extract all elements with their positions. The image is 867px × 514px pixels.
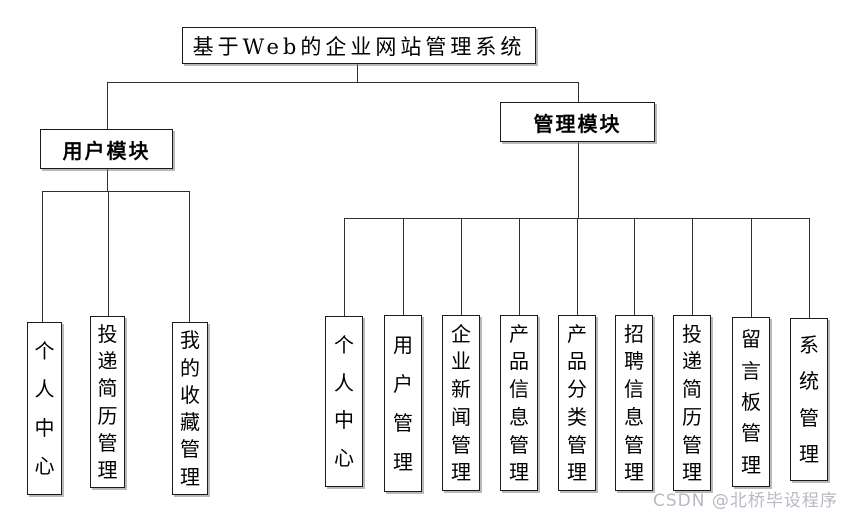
node-admin-personal-center: 个人中心 xyxy=(325,316,363,487)
connector-line xyxy=(634,218,635,315)
connector-line xyxy=(578,142,579,218)
connector-line xyxy=(108,191,109,316)
connector-line xyxy=(403,218,404,315)
connector-line xyxy=(42,191,190,192)
connector-line xyxy=(809,218,810,318)
connector-line xyxy=(42,191,43,322)
connector-line xyxy=(519,218,520,315)
node-admin-product-info-management: 产品信息管理 xyxy=(500,315,538,491)
node-admin-resume-management: 投递简历管理 xyxy=(673,315,711,491)
module-node-user: 用户模块 xyxy=(40,129,173,169)
connector-line xyxy=(578,82,579,102)
node-user-personal-center: 个人中心 xyxy=(27,322,62,495)
node-admin-user-management: 用户管理 xyxy=(384,315,422,492)
connector-line xyxy=(692,218,693,315)
node-admin-news-management: 企业新闻管理 xyxy=(442,315,480,491)
node-admin-product-category-management: 产品分类管理 xyxy=(558,315,596,491)
node-user-favorites-management: 我的收藏管理 xyxy=(172,322,208,495)
connector-line xyxy=(107,82,108,129)
connector-line xyxy=(107,169,108,191)
connector-line xyxy=(461,218,462,315)
connector-line xyxy=(107,82,579,83)
node-admin-recruit-info-management: 招聘信息管理 xyxy=(615,315,653,491)
connector-line xyxy=(751,218,752,317)
node-admin-system-management: 系统管理 xyxy=(790,318,828,481)
connector-line xyxy=(357,64,358,83)
module-node-admin: 管理模块 xyxy=(500,102,655,142)
connector-line xyxy=(344,218,345,316)
root-node-system-title: 基于Web的企业网站管理系统 xyxy=(182,27,536,64)
node-user-resume-management: 投递简历管理 xyxy=(90,316,125,488)
connector-line xyxy=(577,218,578,315)
csdn-watermark: CSDN @北桥毕设程序 xyxy=(653,491,838,511)
connector-line xyxy=(189,191,190,322)
node-admin-message-board-management: 留言板管理 xyxy=(732,317,770,487)
